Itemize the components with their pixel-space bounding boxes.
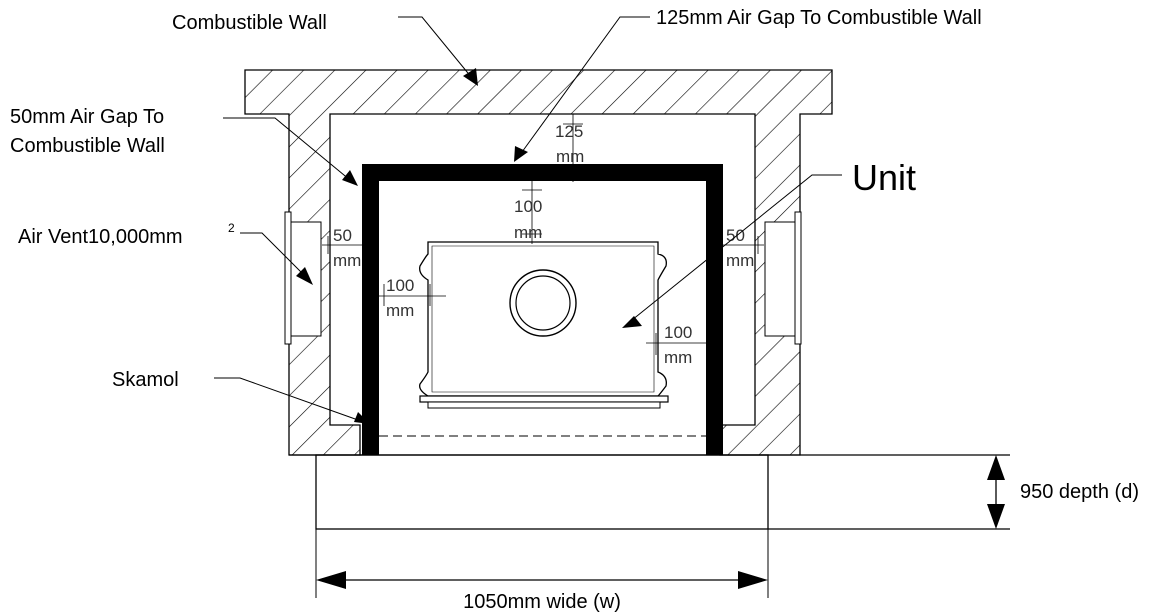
dimension-marks bbox=[322, 114, 764, 355]
dim-left-gap-unit: mm bbox=[333, 251, 361, 270]
leader-lines bbox=[214, 16, 842, 421]
stove-unit bbox=[419, 241, 669, 409]
dim-left-gap-num: 50 bbox=[333, 226, 352, 245]
width-label: 1050mm wide (w) bbox=[463, 591, 621, 613]
dim-right-inner-num: 100 bbox=[664, 323, 692, 342]
air-gap-50-label-line2: Combustible Wall bbox=[10, 135, 165, 157]
dim-left-inner-unit: mm bbox=[386, 301, 414, 320]
air-gap-50-label-line1: 50mm Air Gap To bbox=[10, 106, 164, 128]
dim-top-num: 125 bbox=[555, 122, 583, 141]
hearth-outline bbox=[315, 454, 769, 530]
air-vent-superscript: 2 bbox=[228, 221, 235, 235]
arrowheads bbox=[296, 68, 642, 424]
unit-label: Unit bbox=[852, 157, 916, 198]
stove-base bbox=[419, 395, 669, 403]
dim-top-unit: mm bbox=[556, 147, 584, 166]
dim-inner-top-num: 100 bbox=[514, 197, 542, 216]
width-dimension bbox=[315, 529, 769, 598]
skamol-label: Skamol bbox=[112, 369, 179, 391]
air-vent-right bbox=[764, 211, 802, 345]
dim-right-inner-unit: mm bbox=[664, 348, 692, 367]
air-gap-125-label: 125mm Air Gap To Combustible Wall bbox=[656, 7, 982, 29]
dim-left-inner-num: 100 bbox=[386, 276, 414, 295]
dim-inner-top-unit: mm bbox=[514, 223, 542, 242]
combustible-wall-label: Combustible Wall bbox=[172, 12, 327, 34]
depth-label: 950 depth (d) bbox=[1020, 481, 1139, 503]
dim-right-gap-unit: mm bbox=[726, 251, 754, 270]
depth-dimension bbox=[987, 455, 1005, 529]
air-vent-label: Air Vent10,000mm bbox=[18, 226, 183, 248]
